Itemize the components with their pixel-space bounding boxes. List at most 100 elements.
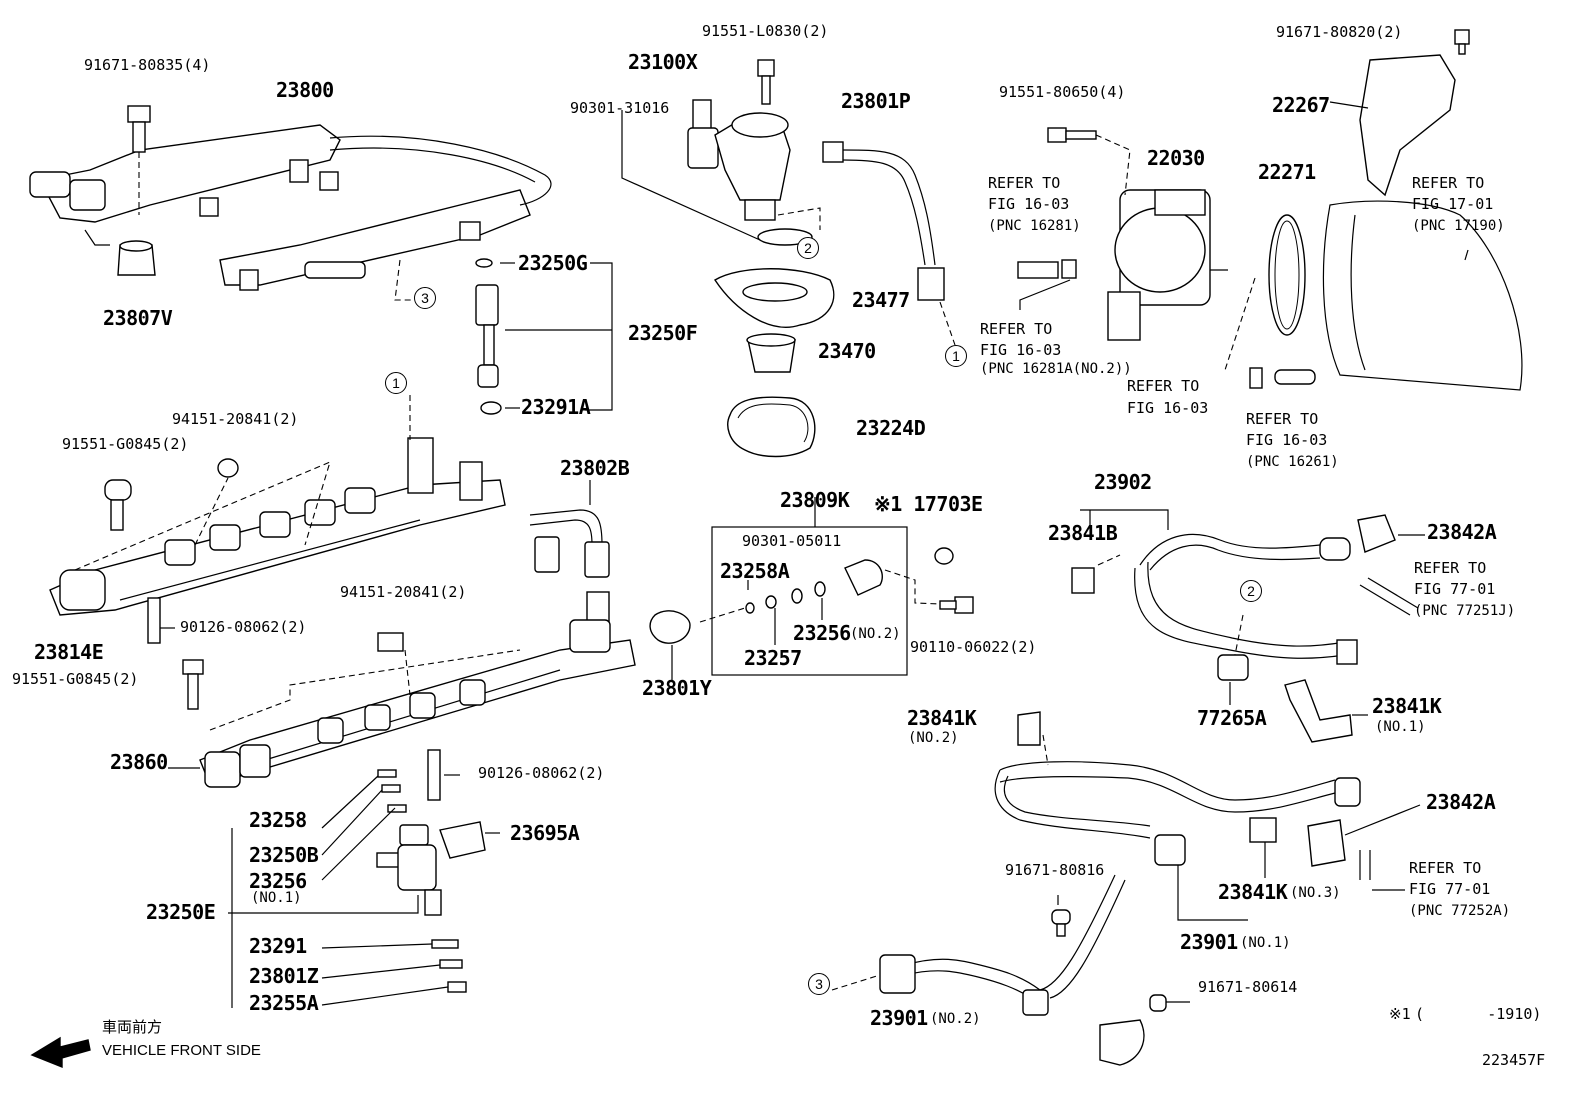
insulator-23807V <box>117 240 156 276</box>
label-90301-31016: 90301-31016 <box>570 99 670 117</box>
label-23842A-upper: 23842A <box>1427 520 1497 544</box>
ref-16-03-b-line2: FIG 16-03 <box>980 341 1062 359</box>
high-pressure-fuel-pump <box>687 99 844 221</box>
callout-2-upper: 2 <box>797 237 819 259</box>
label-23901-no2-sub: (NO.2) <box>930 1011 981 1027</box>
label-23814E: 23814E <box>34 640 104 664</box>
label-23802B: 23802B <box>560 456 630 480</box>
callout-3-lower: 3 <box>808 973 830 995</box>
label-94151-20841-a: 94151-20841(2) <box>172 410 299 428</box>
ref-16-03-a-line1: REFER TO <box>988 174 1061 192</box>
label-91551-G0845-a: 91551-G0845(2) <box>62 435 189 453</box>
label-23841K-no1-sub: (NO.1) <box>1375 719 1426 735</box>
label-17703E: ※1 17703E <box>874 492 983 516</box>
figure-code: 223457F <box>1482 1051 1546 1069</box>
label-23250B: 23250B <box>249 843 319 867</box>
callout-2-lower: 2 <box>1240 580 1262 602</box>
ref-77-01-b-line2: FIG 77-01 <box>1409 880 1491 898</box>
label-23801Z: 23801Z <box>249 964 319 988</box>
ref-16-03-c-line1: REFER TO <box>1127 377 1200 395</box>
label-91671-80614: 91671-80614 <box>1198 978 1298 996</box>
ref-17-01-line1: REFER TO <box>1412 174 1485 192</box>
bolt-91671-80835 <box>127 105 151 215</box>
label-23256-no1-sub: (NO.1) <box>251 890 302 906</box>
label-23250F: 23250F <box>628 321 698 345</box>
ref-77-01-a-line3: (PNC 77251J) <box>1414 603 1516 619</box>
callout-1-lower: 1 <box>385 372 407 394</box>
fuel-delivery-pipe-lower <box>49 437 506 616</box>
callout-1-upper: 1 <box>945 345 967 367</box>
label-23801P: 23801P <box>841 89 911 113</box>
label-23291: 23291 <box>249 934 307 958</box>
label-23902: 23902 <box>1094 470 1152 494</box>
label-91671-80835: 91671-80835(4) <box>84 56 211 74</box>
label-91671-80816: 91671-80816 <box>1005 861 1105 879</box>
label-90301-05011: 90301-05011 <box>742 532 842 550</box>
label-23842A-lower: 23842A <box>1426 790 1496 814</box>
label-22271: 22271 <box>1258 160 1316 184</box>
label-23256-no2-sub: (NO.2) <box>850 626 901 642</box>
label-23258: 23258 <box>249 808 307 832</box>
label-22030: 22030 <box>1147 146 1205 170</box>
ref-16-03-c-line2: FIG 16-03 <box>1127 399 1209 417</box>
ref-77-01-a-line2: FIG 77-01 <box>1414 580 1496 598</box>
label-23477: 23477 <box>852 288 910 312</box>
label-23801Y: 23801Y <box>642 676 712 700</box>
label-23258A: 23258A <box>720 559 790 583</box>
label-23250E: 23250E <box>146 900 216 924</box>
ref-77-01-b-line3: (PNC 77252A) <box>1409 903 1511 919</box>
ref-16-03-a-line2: FIG 16-03 <box>988 195 1070 213</box>
footnote-text: ( -1910) <box>1415 1005 1542 1023</box>
label-23841K-no3: 23841K <box>1218 880 1288 904</box>
ref-16-03-b-line1: REFER TO <box>980 320 1053 338</box>
label-23257: 23257 <box>744 646 802 670</box>
label-22267: 22267 <box>1272 93 1330 117</box>
label-23256-no2: 23256 <box>793 621 851 645</box>
ref-17-01-line2: FIG 17-01 <box>1412 195 1494 213</box>
label-77265A: 77265A <box>1197 706 1267 730</box>
callout-3-upper: 3 <box>414 287 436 309</box>
ref-17-01-line3: (PNC 17190) <box>1412 218 1505 234</box>
throttle-body <box>1107 189 1228 341</box>
ref-77-01-a-line1: REFER TO <box>1414 559 1487 577</box>
label-91551-G0845-b: 91551-G0845(2) <box>12 670 139 688</box>
ref-77-01-b-line1: REFER TO <box>1409 859 1482 877</box>
label-91671-80820: 91671-80820(2) <box>1276 23 1403 41</box>
ref-16-03-d-line3: (PNC 16261) <box>1246 454 1339 470</box>
label-23250G: 23250G <box>518 251 588 275</box>
label-23841B: 23841B <box>1048 521 1118 545</box>
footnote-mark: ※1 <box>1389 1005 1411 1023</box>
label-23800: 23800 <box>276 78 334 102</box>
label-23860: 23860 <box>110 750 168 774</box>
label-23901-no2: 23901 <box>870 1006 928 1030</box>
fuel-delivery-pipe-23860 <box>199 591 636 788</box>
label-23901-no1-sub: (NO.1) <box>1240 935 1291 951</box>
front-side-jp: 車両前方 <box>102 1018 163 1036</box>
label-23255A: 23255A <box>249 991 319 1015</box>
label-90110-06022: 90110-06022(2) <box>910 638 1037 656</box>
label-90126-08062-b: 90126-08062(2) <box>478 764 605 782</box>
fuel-delivery-pipe-upper <box>29 124 552 291</box>
label-23841K-no2-sub: (NO.2) <box>908 730 959 746</box>
label-23901-no1: 23901 <box>1180 930 1238 954</box>
label-94151-20841-b: 94151-20841(2) <box>340 583 467 601</box>
label-23809K: 23809K <box>780 488 850 512</box>
ref-16-03-d-line2: FIG 16-03 <box>1246 431 1328 449</box>
label-90126-08062-a: 90126-08062(2) <box>180 618 307 636</box>
label-23841K-no3-sub: (NO.3) <box>1290 885 1341 901</box>
ref-16-03-a-line3: (PNC 16281) <box>988 218 1081 234</box>
label-23100X: 23100X <box>628 50 698 74</box>
label-23695A: 23695A <box>510 821 580 845</box>
label-23841K-no1: 23841K <box>1372 694 1442 718</box>
label-91551-L0830: 91551-L0830(2) <box>702 22 829 40</box>
label-23470: 23470 <box>818 339 876 363</box>
label-23256-no1: 23256 <box>249 869 307 893</box>
front-side-en: VEHICLE FRONT SIDE <box>102 1042 261 1059</box>
label-23224D: 23224D <box>856 416 926 440</box>
label-23291A: 23291A <box>521 395 591 419</box>
label-23841K-no2: 23841K <box>907 706 977 730</box>
ref-16-03-d-line1: REFER TO <box>1246 410 1319 428</box>
label-91551-80650: 91551-80650(4) <box>999 83 1126 101</box>
